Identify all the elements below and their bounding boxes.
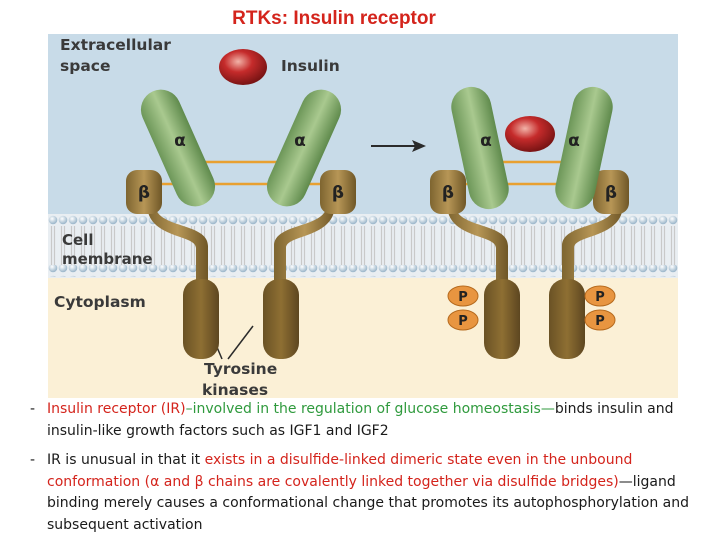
beta-subunit-right: [320, 170, 356, 214]
bullet-1-red: Insulin receptor (IR): [47, 401, 186, 417]
beta-chain-right: [274, 204, 335, 284]
bullet-2-beta: β: [194, 473, 204, 490]
phosphate-group-right-bottom: P: [584, 309, 616, 331]
cytoplasm-label: Cytoplasm: [54, 293, 146, 311]
svg-text:P: P: [595, 290, 605, 305]
alpha-label-right: α: [294, 131, 306, 151]
bullet-2-red3: chains are covalently linked together vi…: [203, 473, 619, 490]
beta-subunit-left: [126, 170, 162, 214]
tyrosine-kinases-label-line2: kinases: [202, 381, 268, 398]
slide-title: RTKs: Insulin receptor: [232, 8, 436, 29]
alpha-subunit-right: [266, 89, 342, 207]
bullet-1-green: –involved in the regulation of glucose h…: [185, 401, 555, 417]
kinase-right: [263, 279, 299, 359]
bound-beta-label-left: β: [442, 183, 454, 203]
beta-chain-left: [147, 204, 208, 284]
extracellular-label-line1: Extracellular: [60, 36, 171, 54]
insulin-label: Insulin: [281, 57, 340, 75]
kinase-pointer-right: [227, 325, 254, 360]
alpha-label-left: α: [174, 131, 186, 151]
bound-beta-label-right: β: [605, 183, 617, 203]
receptor-unbound: α α β β: [126, 89, 356, 359]
conformational-change-arrow: [371, 140, 426, 152]
svg-text:P: P: [458, 290, 468, 305]
bound-kinase-right: [549, 279, 585, 359]
bound-alpha-label-right: α: [568, 131, 580, 151]
kinase-left: [183, 279, 219, 359]
bound-kinase-left: [484, 279, 520, 359]
extracellular-label-line2: space: [60, 57, 110, 75]
phosphate-group-right-top: P: [584, 285, 616, 307]
bound-beta-chain-right: [562, 204, 623, 284]
bound-beta-chain-left: [447, 204, 508, 284]
membrane-label-line2: membrane: [62, 250, 153, 268]
bullet-2-red1: exists in a disulfide-linked dimeric sta…: [47, 452, 633, 490]
insulin-free: [219, 49, 267, 85]
bound-beta-subunit-right: [593, 170, 629, 214]
bullet-1-rest: binds insulin and insulin-like growth fa…: [47, 401, 674, 439]
phosphate-group-left-top: P: [447, 285, 479, 307]
bullet-2-red2: and: [159, 473, 195, 490]
alpha-subunit-left: [140, 89, 216, 207]
bullet-2-alpha: α: [150, 473, 160, 490]
bullet-2-rest: —ligand binding merely causes a conforma…: [47, 473, 689, 533]
tyrosine-kinases-label-line1: Tyrosine: [204, 360, 277, 378]
bound-alpha-subunit-right: [555, 86, 613, 210]
bound-beta-subunit-left: [430, 170, 466, 214]
membrane-heads-top: [48, 215, 678, 227]
bound-alpha-subunit-left: [451, 86, 509, 210]
svg-text:P: P: [595, 314, 605, 329]
membrane-label-line1: Cell: [62, 231, 93, 249]
svg-text:P: P: [458, 314, 468, 329]
bound-alpha-label-left: α: [480, 131, 492, 151]
bullet-list: - Insulin receptor (IR)–involved in the …: [30, 399, 706, 544]
phosphate-group-left-bottom: P: [447, 309, 479, 331]
bullet-ir-dimer: - IR is unusual in that it exists in a d…: [30, 452, 689, 533]
receptor-bound: α α β β P P P P: [430, 86, 629, 359]
receptor-diagram: Extracellular space Insulin Cell membran…: [48, 34, 678, 398]
bullet-2-pre: IR is unusual in that it: [47, 452, 205, 468]
bullet-insulin-receptor: - Insulin receptor (IR)–involved in the …: [30, 401, 674, 439]
beta-label-right: β: [332, 183, 344, 203]
insulin-bound: [505, 116, 555, 152]
beta-label-left: β: [138, 183, 150, 203]
